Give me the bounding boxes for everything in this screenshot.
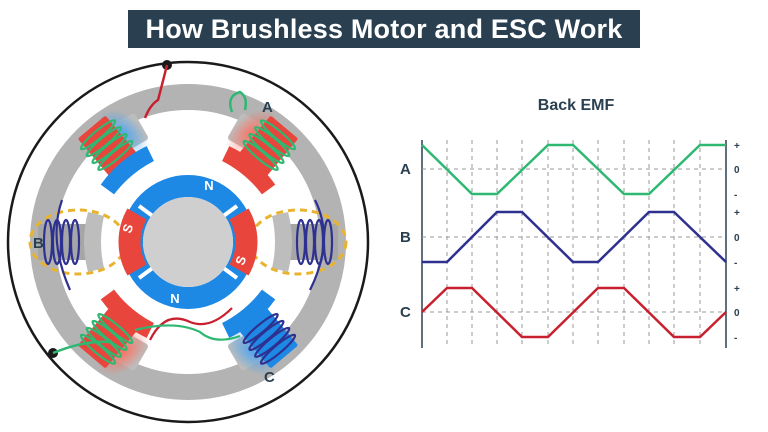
coil-b-left xyxy=(38,212,104,272)
wire-red-cross xyxy=(149,307,233,341)
coil-right xyxy=(272,212,338,272)
coil-c-lower-right xyxy=(222,289,298,368)
wire-green-bottom xyxy=(52,340,111,355)
tick-b-plus: + xyxy=(734,208,740,219)
wire-green-cross xyxy=(134,324,241,341)
grid-vertical xyxy=(446,140,701,348)
wire-blue-left xyxy=(55,199,72,291)
row-label-c: C xyxy=(400,304,411,321)
waveform-c xyxy=(421,286,727,339)
page-title: How Brushless Motor and ESC Work xyxy=(128,10,640,48)
motor-diagram: N N S S A B C xyxy=(6,60,370,424)
coil-upper-left xyxy=(78,116,154,195)
magnet-n-top: N xyxy=(204,178,213,193)
tick-c-plus: + xyxy=(734,284,740,295)
back-emf-title: Back EMF xyxy=(538,97,615,114)
coil-lower-left xyxy=(78,289,154,368)
tick-b-minus: - xyxy=(734,258,737,269)
waveform-b xyxy=(422,210,727,264)
wire-blue-right xyxy=(309,199,325,291)
back-emf-chart: Back EMF A B C xyxy=(400,97,740,348)
rotor xyxy=(118,175,258,309)
row-label-a: A xyxy=(400,161,411,178)
tick-c-zero: 0 xyxy=(734,308,740,319)
tick-a-plus: + xyxy=(734,141,740,152)
magnet-n-bottom: N xyxy=(170,291,179,306)
tick-a-zero: 0 xyxy=(734,165,740,176)
waveform-a xyxy=(421,143,726,196)
wire-green-top xyxy=(229,90,248,113)
tick-c-minus: - xyxy=(734,333,737,344)
outer-housing-ring xyxy=(6,60,370,424)
coil-label-c: C xyxy=(264,369,275,386)
row-label-b: B xyxy=(400,229,411,246)
coil-label-b: B xyxy=(33,235,44,252)
wire-red-top xyxy=(143,64,169,119)
tick-b-zero: 0 xyxy=(734,233,740,244)
coil-a-upper-right xyxy=(222,116,298,195)
coil-label-a: A xyxy=(262,99,273,116)
tick-a-minus: - xyxy=(734,190,737,201)
